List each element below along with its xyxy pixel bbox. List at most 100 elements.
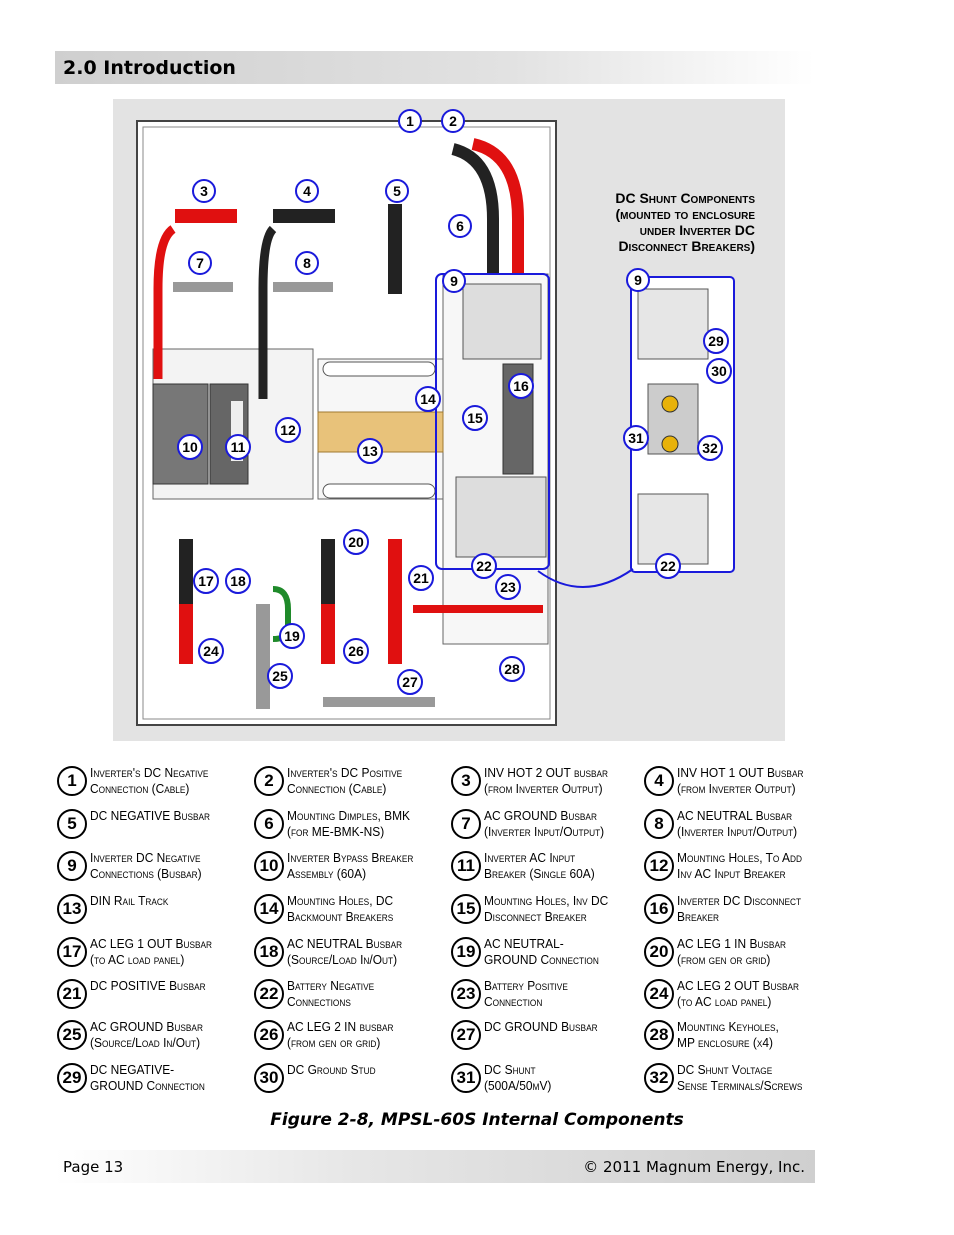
svg-text:27: 27	[402, 674, 418, 690]
legend-number: 4	[644, 766, 674, 796]
page-number: Page 13	[63, 1158, 124, 1176]
legend-text: Mounting Keyholes, MP enclosure (x4)	[677, 1019, 779, 1050]
svg-text:13: 13	[362, 443, 378, 459]
legend-text: AC GROUND Busbar (Source/Load In/Out)	[90, 1019, 203, 1050]
callout-13: 13	[357, 438, 383, 464]
figure-caption: Figure 2-8, MPSL-60S Internal Components	[270, 1110, 684, 1130]
legend-number: 11	[451, 851, 481, 881]
svg-text:25: 25	[272, 668, 288, 684]
svg-text:4: 4	[303, 183, 311, 199]
legend-number: 10	[254, 851, 284, 881]
copyright: © 2011 Magnum Energy, Inc.	[583, 1158, 805, 1176]
legend-text: DC NEGATIVE Busbar	[90, 808, 211, 823]
callout-24: 24	[198, 638, 224, 664]
callout-10: 10	[177, 434, 203, 460]
legend-number: 15	[451, 894, 481, 924]
legend-text: DC Ground Stud	[287, 1062, 376, 1077]
legend-number: 12	[644, 851, 674, 881]
legend-text: Mounting Holes, Inv DC Disconnect Breake…	[484, 893, 609, 924]
svg-text:5: 5	[393, 183, 401, 199]
svg-text:22: 22	[476, 558, 492, 574]
callout-11: 11	[225, 434, 251, 460]
legend-number: 25	[57, 1020, 87, 1050]
legend-text: DC Shunt Voltage Sense Terminals/Screws	[677, 1062, 803, 1093]
callout-22b: 22	[655, 553, 681, 579]
svg-text:17: 17	[198, 573, 214, 589]
callout-19: 19	[279, 623, 305, 649]
callout-7: 7	[188, 251, 212, 275]
svg-text:32: 32	[702, 440, 718, 456]
legend-text: AC NEUTRAL- GROUND Connection	[484, 936, 599, 967]
svg-text:1: 1	[406, 113, 414, 129]
legend-number: 9	[57, 851, 87, 881]
legend-text: INV HOT 1 OUT Busbar (from Inverter Outp…	[677, 765, 804, 796]
svg-text:18: 18	[230, 573, 246, 589]
svg-text:19: 19	[284, 628, 300, 644]
svg-text:24: 24	[203, 643, 219, 659]
callout-18: 18	[225, 568, 251, 594]
legend-number: 29	[57, 1063, 87, 1093]
legend-number: 3	[451, 766, 481, 796]
svg-text:31: 31	[628, 430, 644, 446]
legend-number: 7	[451, 809, 481, 839]
callout-22: 22	[471, 553, 497, 579]
callout-4: 4	[295, 179, 319, 203]
svg-text:30: 30	[711, 363, 727, 379]
callout-28: 28	[499, 656, 525, 682]
legend-text: DIN Rail Track	[90, 893, 169, 908]
legend-text: Inverter AC Input Breaker (Single 60A)	[484, 850, 595, 881]
callout-6: 6	[448, 214, 472, 238]
callout-15: 15	[462, 405, 488, 431]
legend-text: Inverter DC Disconnect Breaker	[677, 893, 802, 924]
legend-number: 16	[644, 894, 674, 924]
callout-8: 8	[295, 251, 319, 275]
callout-16: 16	[508, 373, 534, 399]
svg-text:3: 3	[200, 183, 208, 199]
svg-text:26: 26	[348, 643, 364, 659]
callout-3: 3	[192, 179, 216, 203]
legend-text: Battery Negative Connections	[287, 978, 375, 1009]
legend-number: 27	[451, 1020, 481, 1050]
shunt-components-title: DC Shunt Components (mounted to enclosur…	[615, 190, 755, 254]
svg-text:2: 2	[449, 113, 457, 129]
legend-number: 21	[57, 979, 87, 1009]
callout-20: 20	[343, 529, 369, 555]
svg-text:28: 28	[504, 661, 520, 677]
svg-text:10: 10	[182, 439, 198, 455]
legend-text: Mounting Holes, To Add Inv AC Input Brea…	[677, 850, 802, 881]
callout-30: 30	[706, 358, 732, 384]
callout-21: 21	[408, 565, 434, 591]
legend-number: 20	[644, 937, 674, 967]
svg-text:16: 16	[513, 378, 529, 394]
legend-text: DC Shunt (500A/50mV)	[484, 1062, 552, 1093]
svg-text:8: 8	[303, 255, 311, 271]
figure-panel: 1 2 3 4 5 6 7 8 9 10 11 12 13 14 15 16 1…	[113, 99, 785, 741]
legend-text: Mounting Holes, DC Backmount Breakers	[287, 893, 394, 924]
legend-number: 17	[57, 937, 87, 967]
callout-9: 9	[442, 269, 466, 293]
legend-number: 24	[644, 979, 674, 1009]
svg-text:14: 14	[420, 391, 436, 407]
legend-number: 14	[254, 894, 284, 924]
legend-text: Mounting Dimples, BMK (for ME-BMK-NS)	[287, 808, 411, 839]
legend-text: AC LEG 2 IN busbar (from gen or grid)	[287, 1019, 394, 1050]
legend-number: 5	[57, 809, 87, 839]
callout-1: 1	[398, 109, 422, 133]
legend-number: 22	[254, 979, 284, 1009]
enclosure-diagram: 1 2 3 4 5 6 7 8 9 10 11 12 13 14 15 16 1…	[136, 109, 735, 726]
